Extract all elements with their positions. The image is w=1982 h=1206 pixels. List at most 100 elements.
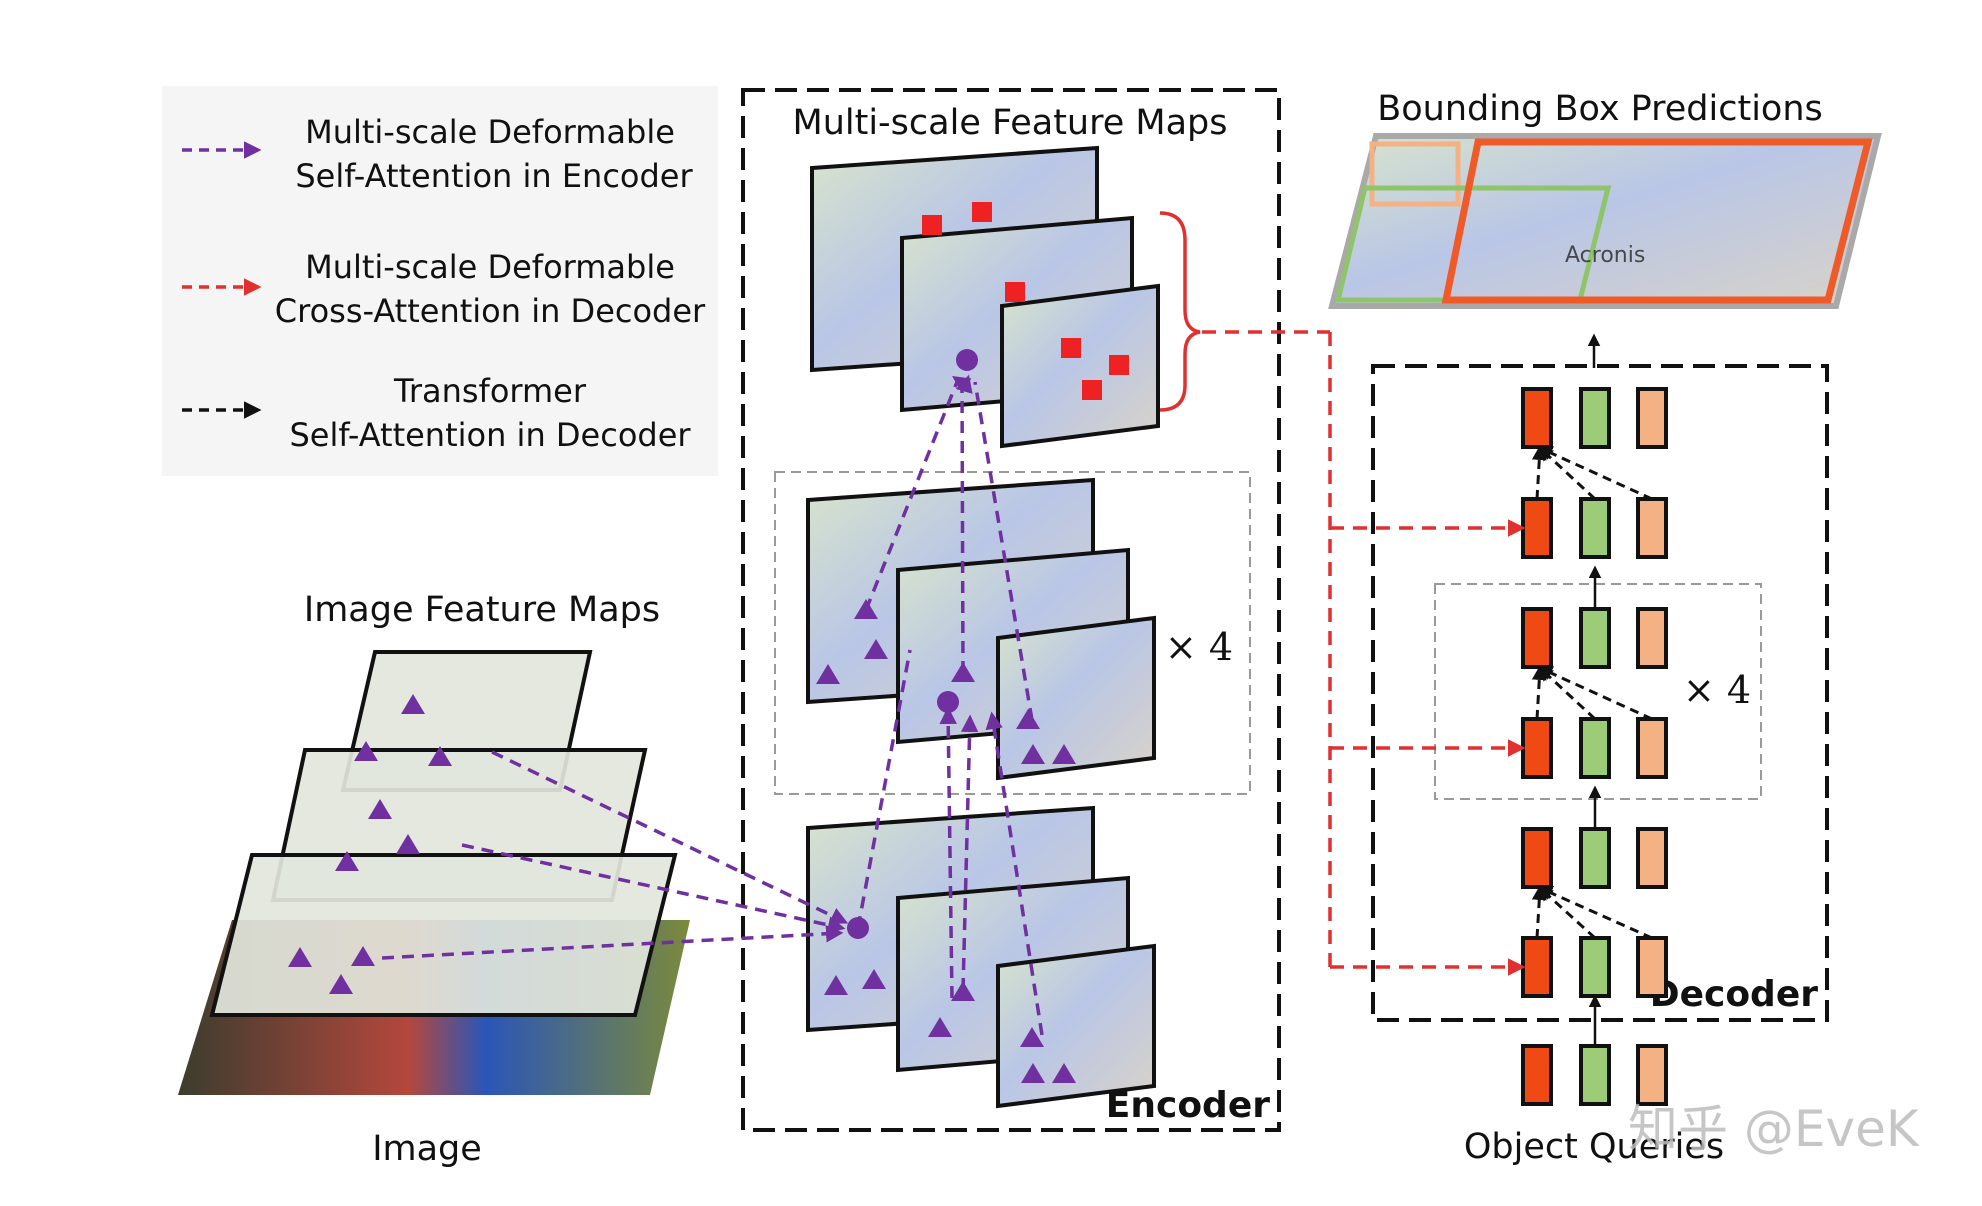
object-query-token bbox=[1636, 827, 1668, 889]
object-query-token bbox=[1521, 936, 1553, 998]
decoder-border bbox=[1371, 364, 1829, 1022]
feature-map-small bbox=[996, 615, 1156, 781]
object-query-token bbox=[1636, 497, 1668, 559]
feature-map-small bbox=[996, 943, 1156, 1109]
decoder-self-attention-line bbox=[1531, 445, 1547, 500]
encoder-attention-line bbox=[952, 376, 972, 394]
encoder-attention-line bbox=[955, 374, 973, 394]
bbox-predictions: Bounding Box Predictions Acronis bbox=[1328, 89, 1882, 368]
encoder-title: Multi-scale Feature Maps bbox=[793, 103, 1228, 143]
decoder-self-attention-line bbox=[1537, 445, 1597, 501]
sampling-point-square bbox=[1109, 355, 1129, 375]
decoder-query-row bbox=[1521, 387, 1668, 449]
object-query-token bbox=[1636, 387, 1668, 449]
decoder-self-attention-line bbox=[1537, 666, 1653, 721]
decoder-self-attention-line bbox=[1537, 665, 1597, 721]
encoder-border bbox=[741, 88, 1281, 1132]
sampling-point-triangle bbox=[288, 947, 312, 967]
sampling-point-triangle bbox=[1052, 744, 1076, 764]
bbox-image bbox=[1328, 133, 1882, 309]
object-query-token bbox=[1636, 936, 1668, 998]
sampling-point-triangle bbox=[1052, 1063, 1076, 1083]
legend-self-line2: Self-Attention in Decoder bbox=[289, 416, 691, 454]
encoder-attention-line bbox=[856, 649, 912, 929]
sampling-point-triangle bbox=[951, 981, 975, 1001]
object-query-token bbox=[1579, 717, 1611, 779]
decoder-self-attention-line bbox=[1537, 886, 1653, 940]
encoder-label: Encoder bbox=[1106, 1085, 1270, 1126]
legend-cross-line2: Cross-Attention in Decoder bbox=[275, 292, 706, 330]
watermark: 知乎 @EveK bbox=[1628, 1100, 1920, 1158]
sampling-point-triangle bbox=[335, 851, 359, 871]
decoder-repeat-label: × 4 bbox=[1683, 668, 1751, 712]
sampling-point-triangle bbox=[1020, 1027, 1044, 1047]
legend-self-line1: Transformer bbox=[393, 372, 587, 410]
object-query-token bbox=[1521, 1044, 1553, 1106]
decoder-query-row bbox=[1521, 607, 1668, 669]
sampling-point-square bbox=[922, 215, 942, 235]
legend-panel: Multi-scale Deformable Self-Attention in… bbox=[162, 86, 718, 476]
object-query-token bbox=[1579, 387, 1611, 449]
decoder-query-row bbox=[1521, 827, 1668, 889]
sampling-point-triangle bbox=[1021, 1063, 1045, 1083]
image-feature-layer bbox=[209, 853, 678, 1017]
encoder-feature-maps bbox=[806, 145, 1160, 1109]
sampling-point-triangle bbox=[816, 664, 840, 684]
decoder-self-attention-line bbox=[1531, 665, 1547, 720]
sampling-point-triangle bbox=[351, 946, 375, 966]
sampling-point-triangle bbox=[928, 1017, 952, 1037]
sampling-point-triangle bbox=[368, 799, 392, 819]
sampling-point-triangle bbox=[396, 834, 420, 854]
decoder-label: Decoder bbox=[1650, 974, 1819, 1015]
encoder-attention-line bbox=[381, 925, 844, 960]
object-queries-label: Object Queries bbox=[1464, 1127, 1724, 1167]
legend-cross-line1: Multi-scale Deformable bbox=[305, 248, 675, 286]
encoder-attention-line bbox=[939, 706, 957, 999]
decoder-query-rows bbox=[1521, 387, 1668, 1106]
object-query-token bbox=[1636, 1044, 1668, 1106]
encoder-attention-line bbox=[491, 750, 849, 924]
decoder-query-row bbox=[1521, 936, 1668, 998]
decoder-self-attention-line bbox=[1537, 885, 1597, 940]
object-query-token bbox=[1521, 387, 1553, 449]
image-label: Image bbox=[372, 1129, 482, 1169]
encoder-attention-line bbox=[973, 381, 1034, 721]
decoder-query-row bbox=[1521, 497, 1668, 559]
bbox-jersey-text: Acronis bbox=[1565, 243, 1645, 268]
decoder-self-attention-line bbox=[1537, 446, 1653, 501]
object-query-token bbox=[1579, 936, 1611, 998]
decoder-query-row bbox=[1521, 1044, 1668, 1106]
sampling-point-triangle bbox=[329, 974, 353, 994]
query-point bbox=[937, 691, 959, 713]
sampling-point-triangle bbox=[862, 969, 886, 989]
legend-encoder-line2: Self-Attention in Encoder bbox=[295, 157, 693, 195]
object-query-token bbox=[1579, 1044, 1611, 1106]
encoder-block: Multi-scale Feature Maps Encoder × 4 bbox=[741, 88, 1281, 1132]
decoder-self-attention-line bbox=[1531, 885, 1547, 939]
sampling-point-triangle bbox=[864, 639, 888, 659]
image-feature-pyramid bbox=[178, 650, 690, 1095]
cross-attention-connectors bbox=[1202, 330, 1526, 976]
sampling-point-square bbox=[1005, 282, 1025, 302]
object-query-token bbox=[1521, 497, 1553, 559]
decoder-repeat-box bbox=[1434, 583, 1762, 800]
object-query-token bbox=[1579, 497, 1611, 559]
object-query-token bbox=[1636, 717, 1668, 779]
object-query-token bbox=[1521, 717, 1553, 779]
object-query-token bbox=[1636, 607, 1668, 669]
encoder-attention-line bbox=[864, 381, 959, 611]
sampling-point-triangle bbox=[401, 694, 425, 714]
legend-encoder-line1: Multi-scale Deformable bbox=[305, 113, 675, 151]
feature-map-group bbox=[806, 805, 1156, 1109]
sampling-point-triangle bbox=[1016, 709, 1040, 729]
encoder-attention-line bbox=[960, 381, 965, 674]
query-point bbox=[956, 349, 978, 371]
object-query-token bbox=[1521, 607, 1553, 669]
multiscale-bracket bbox=[1159, 211, 1201, 412]
decoder-query-row bbox=[1521, 717, 1668, 779]
sampling-point-square bbox=[1082, 380, 1102, 400]
encoder-attention-line bbox=[461, 843, 846, 934]
encoder-attention-arrows bbox=[381, 374, 1044, 1036]
